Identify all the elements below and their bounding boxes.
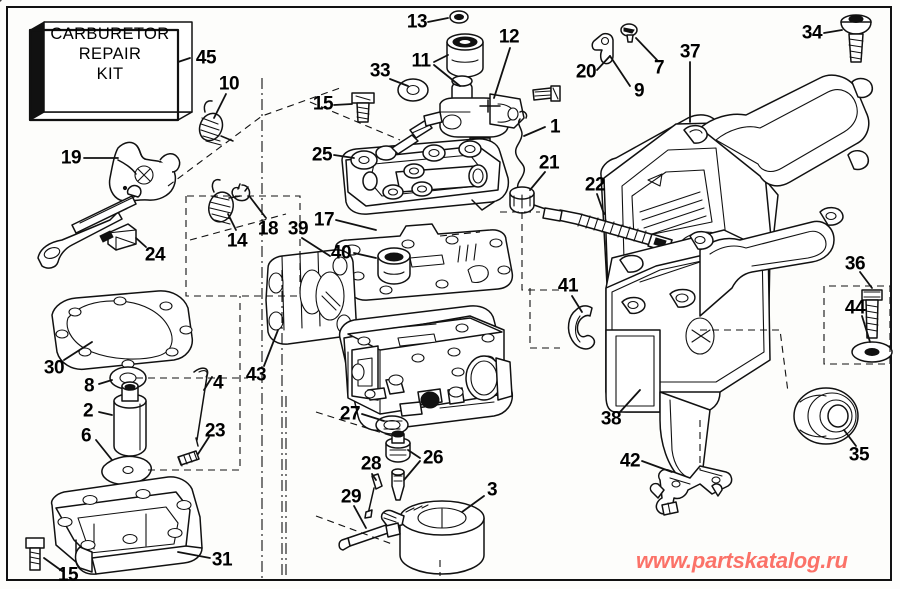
callout-screw: 15 [312, 93, 334, 115]
part-33-washer [397, 78, 429, 102]
callout-gasket: 30 [43, 357, 65, 379]
callout-float-valve-seat: 2 [82, 400, 94, 422]
part-14-spring [208, 178, 241, 225]
callout-linkage-arm: 42 [619, 450, 641, 472]
callout-cover: 37 [679, 41, 701, 63]
part-15-screw-bottom [25, 537, 45, 571]
kit-label-line-3: KIT [96, 65, 124, 84]
part-24-cam-follower [37, 184, 142, 269]
callout-spacer: 43 [245, 364, 267, 386]
callout-hinge-pin: 29 [340, 486, 362, 508]
part-36-bolt [861, 289, 883, 339]
part-31-float-chamber [50, 476, 203, 575]
callout-plate: 6 [80, 425, 92, 447]
part-25-throttle-body [341, 111, 510, 215]
assembly-guide-lines [136, 78, 891, 581]
part-30-gasket [51, 290, 194, 371]
kit-label-line-1: CARBURETOR [50, 25, 170, 43]
part-17-gasket [334, 223, 514, 301]
carburetor-repair-kit-label: CARBURETOR REPAIR KIT [36, 24, 184, 84]
callout-washer: 8 [83, 375, 95, 397]
callout-screw: 7 [653, 57, 665, 79]
part-carburetor-repair-kit [28, 21, 193, 122]
callout-lever: 19 [60, 147, 82, 169]
part-38-bracket [0, 0, 844, 486]
part-44-washer [851, 341, 893, 363]
callout-throttle-body: 25 [311, 144, 333, 166]
part-41-clip [567, 305, 596, 350]
part-15-screw-upper [351, 92, 375, 123]
part-19-lever [108, 141, 181, 202]
callout-clip: 41 [557, 275, 579, 297]
part-27-washer [375, 415, 409, 435]
callout-retainer-clip: 18 [257, 218, 279, 240]
site-watermark: www.partskatalog.ru [636, 548, 848, 573]
callout-intake-manifold-spacer: 39 [287, 218, 309, 240]
callout-link-end: 20 [575, 61, 597, 83]
callout-throttle-lever: 12 [498, 26, 520, 48]
callout-idle-screw: 21 [538, 152, 560, 174]
callout-spring: 23 [204, 420, 226, 442]
part-7-screw [620, 23, 638, 43]
callout-needle-valve: 26 [422, 447, 444, 469]
callout-spring: 10 [218, 73, 240, 95]
callout-gasket: 17 [313, 209, 335, 231]
part-35-grommet [793, 387, 859, 445]
callout-grommet: 35 [848, 444, 870, 466]
callout-float: 3 [486, 479, 498, 501]
callout-washer: 44 [844, 297, 866, 319]
kit-label-line-2: REPAIR [78, 45, 142, 64]
part-13-o-ring [449, 10, 469, 24]
part-9-clevis [591, 32, 614, 65]
callout-cam-follower: 24 [144, 244, 166, 266]
callout-bushing: 40 [330, 242, 352, 264]
part-3-float [380, 500, 485, 575]
part-40-bushing [377, 247, 411, 285]
part-42-linkage-arm [649, 465, 733, 516]
callout-bolt: 36 [844, 253, 866, 275]
callout-screw: 15 [57, 564, 79, 586]
part-12-throttle-lever [439, 75, 525, 149]
callout-bushing: 11 [411, 50, 431, 72]
part-11-bushing [446, 33, 484, 78]
callout-o-ring: 13 [406, 11, 428, 33]
callout-pin: 28 [360, 453, 382, 475]
part-4-link-rod [193, 367, 209, 447]
callout-spring: 14 [226, 230, 248, 252]
part-20-screw [532, 85, 561, 102]
part-2-valve-seat [113, 381, 147, 457]
part-26-needle-valve [385, 430, 411, 501]
callout-washer: 27 [339, 403, 361, 425]
callout-screw: 34 [801, 22, 823, 44]
part-18-retainer-clip [231, 183, 251, 202]
callout-link-rod: 1 [549, 116, 561, 138]
callout-link-rod: 4 [212, 372, 224, 394]
part-6-plate [101, 455, 152, 486]
callout-carburetor-repair-kit: 45 [195, 47, 217, 69]
callout-leader-lines [43, 17, 873, 572]
part-34-screw [840, 14, 872, 63]
part-10-spring [198, 100, 234, 146]
part-28-pin [364, 473, 383, 519]
callout-float-chamber: 31 [211, 549, 233, 571]
callout-washer: 33 [369, 60, 391, 82]
carburetor-main-body [338, 305, 514, 432]
callout-idle-adjust-spring: 22 [584, 174, 606, 196]
callout-clevis: 9 [633, 80, 645, 102]
part-23-spring [177, 450, 200, 467]
callout-bracket: 38 [600, 408, 622, 430]
